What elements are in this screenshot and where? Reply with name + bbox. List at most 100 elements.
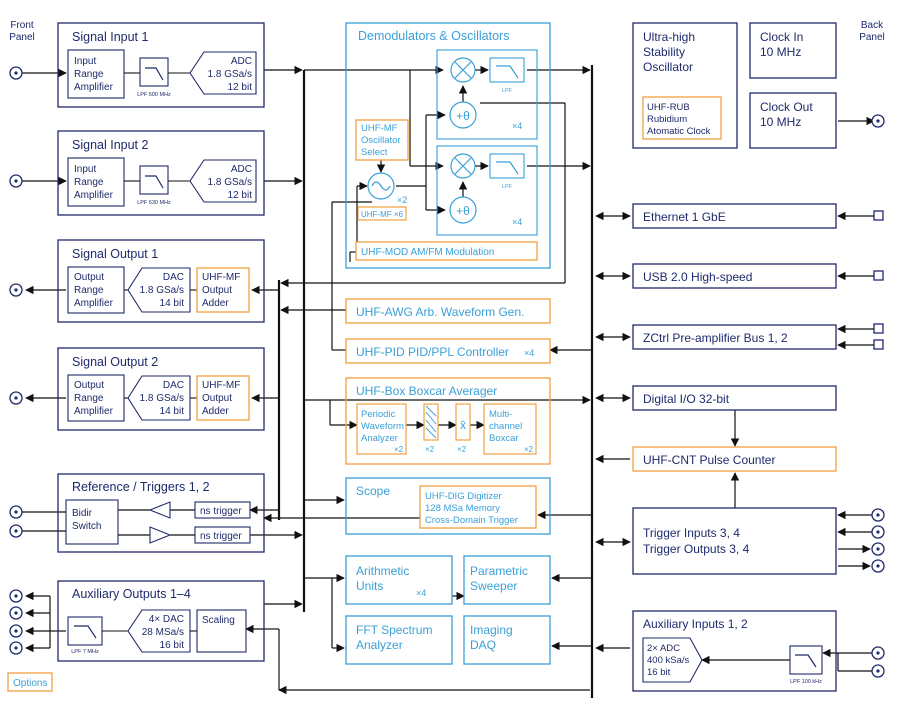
pid-label: UHF-PID PID/PPL Controller xyxy=(356,345,509,359)
back-connectors xyxy=(871,114,885,678)
mcb-l1: Multi- xyxy=(489,409,512,420)
lpf-icon xyxy=(789,645,823,675)
usb-label: USB 2.0 High-speed xyxy=(643,270,752,284)
signal-input-1-amp-l3: Amplifier xyxy=(74,82,114,93)
phase-symbol: +θ xyxy=(456,109,470,123)
signal-input-2-amp-l3: Amplifier xyxy=(74,190,114,201)
aux-outputs-title: Auxiliary Outputs 1–4 xyxy=(72,587,191,601)
signal-input-2-adc-l2: 1.8 GSa/s xyxy=(208,177,252,188)
aux-in-lpf: LPF 100 kHz xyxy=(790,679,822,685)
ns-trigger-2: ns trigger xyxy=(200,531,242,542)
mcb-x: ×2 xyxy=(524,445,534,454)
awg-box xyxy=(345,298,551,324)
c2-x: ×2 xyxy=(425,445,435,454)
ultra-high-stability-oscillator: Ultra-high Stability Oscillator UHF-RUB … xyxy=(632,22,738,149)
c3-x: ×2 xyxy=(457,445,467,454)
pwa-x: ×2 xyxy=(394,445,404,454)
awg-label: UHF-AWG Arb. Waveform Gen. xyxy=(356,305,524,319)
clock-out-l2: 10 MHz xyxy=(760,115,801,129)
analysis-tools: Arithmetic Units ×4 Parametric Sweeper F… xyxy=(345,555,551,665)
rub-l2: Rubidium xyxy=(647,114,687,125)
uhso-l2: Stability xyxy=(643,45,685,59)
arith-l2: Units xyxy=(356,579,383,593)
clock-out-box xyxy=(749,92,837,149)
back-panel-label-1: Back xyxy=(861,20,884,31)
buffer-right-icon xyxy=(149,526,172,544)
signal-input-1-amp-l2: Range xyxy=(74,69,104,80)
demodulators-block: Demodulators & Oscillators +θ +θ LPF LPF… xyxy=(345,22,551,269)
options-legend-box xyxy=(7,672,53,692)
adc-icon xyxy=(642,637,703,683)
aux-inputs-block: Auxiliary Inputs 1, 2 2× ADC 400 kSa/s 1… xyxy=(632,610,837,692)
trig-io-l1: Trigger Inputs 3, 4 xyxy=(643,526,740,540)
signal-output-1-amp-l3: Amplifier xyxy=(74,298,114,309)
osc-select-l2: Oscillator xyxy=(361,135,401,146)
param-l2: Sweeper xyxy=(470,579,517,593)
bidir-switch-l2: Switch xyxy=(72,521,101,532)
aux-outputs-block: Auxiliary Outputs 1–4 LPF 7 MHz 4× DAC 2… xyxy=(57,580,265,662)
back-panel-label-2: Panel xyxy=(859,32,885,43)
signal-output-2-block: Signal Output 2 Output Range Amplifier D… xyxy=(57,347,265,431)
buffer-left-icon xyxy=(148,501,171,519)
pwa-l3: Analyzer xyxy=(361,433,398,444)
osc-select-l3: Select xyxy=(361,147,388,158)
zctrl-box xyxy=(632,324,837,350)
signal-output-1-block: Signal Output 1 Output Range Amplifier D… xyxy=(57,239,265,323)
fft-l1: FFT Spectrum xyxy=(356,623,432,637)
demod-x4-a: ×4 xyxy=(512,121,522,131)
integrator-icon xyxy=(423,403,439,441)
ethernet-label: Ethernet 1 GbE xyxy=(643,210,726,224)
signal-input-2-block: Signal Input 2 Input Range Amplifier LPF… xyxy=(57,130,265,216)
aux-out-lpf: LPF 7 MHz xyxy=(71,649,99,655)
adc-icon xyxy=(189,159,257,203)
demod-x4-b: ×4 xyxy=(512,217,522,227)
dio-label: Digital I/O 32-bit xyxy=(643,392,730,406)
aux-in-adc-l3: 16 bit xyxy=(647,667,671,678)
trig-io-l2: Trigger Outputs 3, 4 xyxy=(643,542,750,556)
scope-title: Scope xyxy=(356,484,390,498)
trigger-io-box xyxy=(632,507,837,575)
signal-output-1-dac-l1: DAC xyxy=(163,272,184,283)
pwa-l1: Periodic xyxy=(361,409,396,420)
phase-shift-icon xyxy=(449,101,477,129)
signal-output-2-dac-l1: DAC xyxy=(163,380,184,391)
lpf-icon xyxy=(139,57,169,87)
signal-input-2-title: Signal Input 2 xyxy=(72,138,148,152)
arith-x: ×4 xyxy=(416,588,426,598)
dig-l1: UHF-DIG Digitizer xyxy=(425,491,502,502)
signal-input-1-adc-l1: ADC xyxy=(231,56,252,67)
adc-icon xyxy=(189,51,257,95)
lpf-icon xyxy=(67,616,103,646)
lpf-icon xyxy=(489,57,525,83)
signal-output-1-dac-l3: 14 bit xyxy=(160,298,185,309)
front-panel-label-1: Front xyxy=(10,20,34,31)
aux-out-dac-l3: 16 bit xyxy=(160,640,185,651)
ns-trigger-1: ns trigger xyxy=(200,506,242,517)
front-connector-dots xyxy=(14,71,18,650)
clock-in-l2: 10 MHz xyxy=(760,45,801,59)
fft-l2: Analyzer xyxy=(356,638,403,652)
front-connectors xyxy=(9,66,23,655)
demod-lpf-2: LPF xyxy=(502,184,513,190)
demod-lpf-1: LPF xyxy=(502,88,513,94)
back-connector-dots xyxy=(876,119,880,673)
mean-icon xyxy=(455,403,471,441)
clock-out-l1: Clock Out xyxy=(760,100,813,114)
aux-in-adc-l2: 400 kSa/s xyxy=(647,655,689,666)
phase-symbol: +θ xyxy=(456,204,470,218)
aux-in-title: Auxiliary Inputs 1, 2 xyxy=(643,617,748,631)
uhf-mf-x6: UHF-MF ×6 xyxy=(361,210,404,219)
signal-output-1-adder-l2: Output xyxy=(202,285,232,296)
mcb-l2: channel xyxy=(489,421,522,432)
clock-in-box xyxy=(749,22,837,79)
imaging-l2: DAQ xyxy=(470,638,496,652)
rub-l3: Atomatic Clock xyxy=(647,126,711,137)
dig-l3: Cross-Domain Trigger xyxy=(425,515,518,526)
aux-in-adc-l1: 2× ADC xyxy=(647,643,680,654)
demod-title: Demodulators & Oscillators xyxy=(358,29,509,43)
signal-input-2-amp-l1: Input xyxy=(74,164,96,175)
signal-input-1-adc-l3: 12 bit xyxy=(228,82,253,93)
signal-input-2-adc-l3: 12 bit xyxy=(228,190,253,201)
uhso-l3: Oscillator xyxy=(643,60,693,74)
front-panel-label-2: Panel xyxy=(9,32,35,43)
